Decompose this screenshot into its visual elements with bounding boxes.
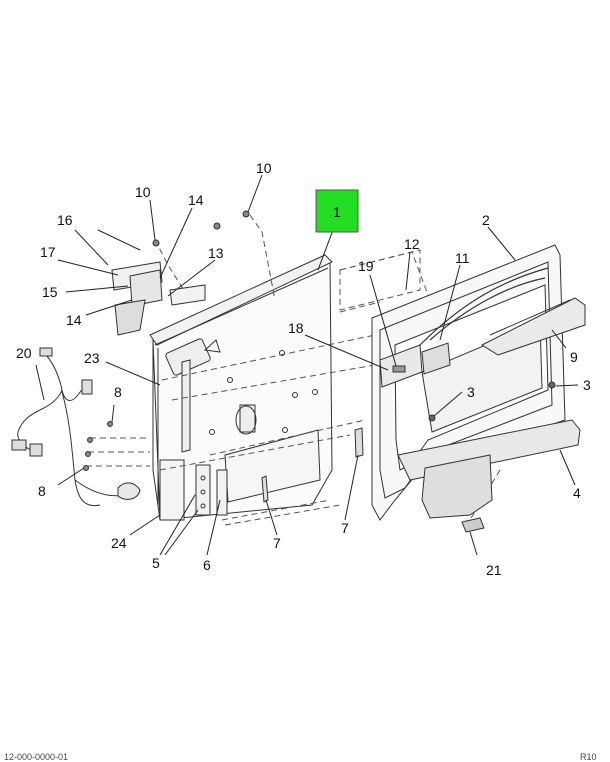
callout-11[interactable]: 11	[455, 250, 470, 266]
footer-left-code: 12-000-0000-01	[4, 752, 69, 762]
callout-20[interactable]: 20	[16, 345, 32, 361]
callout-3-b[interactable]: 3	[583, 377, 591, 393]
callout-8-a[interactable]: 8	[114, 384, 122, 400]
footer-right-code: R10	[580, 752, 597, 762]
part-12-outline	[339, 249, 421, 311]
callout-5[interactable]: 5	[152, 555, 160, 571]
callout-17[interactable]: 17	[40, 244, 56, 260]
callout-8-b[interactable]: 8	[38, 483, 46, 499]
door-trim-panel	[371, 244, 586, 533]
callout-21[interactable]: 21	[486, 562, 502, 578]
wiring-harness	[11, 347, 141, 507]
callout-16[interactable]: 16	[57, 212, 73, 228]
callout-18[interactable]: 18	[288, 320, 304, 336]
callout-6[interactable]: 6	[203, 557, 211, 573]
callout-1-highlight	[315, 189, 359, 233]
bracket-cluster	[111, 210, 250, 336]
callout-12[interactable]: 12	[404, 236, 420, 252]
callout-10-b[interactable]: 10	[256, 160, 272, 176]
callout-14-a[interactable]: 14	[188, 192, 204, 208]
callout-23[interactable]: 23	[84, 350, 100, 366]
callout-15[interactable]: 15	[42, 284, 58, 300]
inner-door-panel	[149, 254, 364, 521]
callout-14-b[interactable]: 14	[66, 312, 82, 328]
callout-2[interactable]: 2	[482, 212, 490, 228]
callout-19[interactable]: 19	[358, 258, 374, 274]
callout-10-a[interactable]: 10	[135, 184, 151, 200]
callout-7-b[interactable]: 7	[341, 520, 349, 536]
callout-9[interactable]: 9	[570, 349, 578, 365]
leader-lines	[35, 174, 579, 556]
callout-3-a[interactable]: 3	[467, 384, 475, 400]
callout-4[interactable]: 4	[573, 485, 581, 501]
callout-13[interactable]: 13	[208, 245, 224, 261]
callout-labels: 1 2 3 3 4 5 6 7 7 8 8 9 10 10 11 12 13 1…	[16, 160, 591, 578]
callout-24[interactable]: 24	[111, 535, 127, 551]
callout-1[interactable]: 1	[333, 204, 341, 220]
callout-7-a[interactable]: 7	[273, 535, 281, 551]
